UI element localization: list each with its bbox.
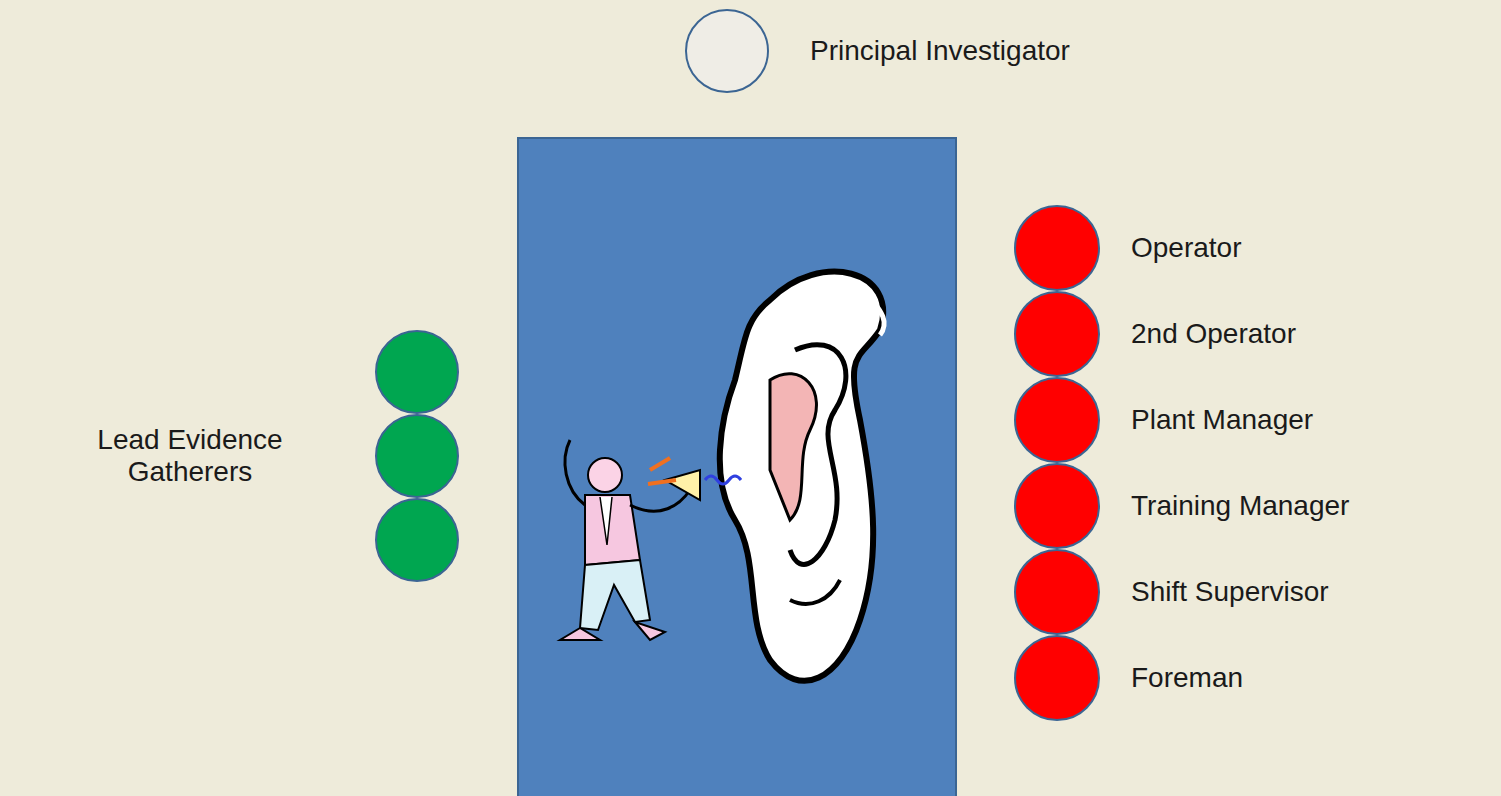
circle-shape: [1013, 376, 1101, 464]
ear-illustration: [720, 272, 884, 681]
circle-shape: [1013, 634, 1101, 722]
circle-shape: [1013, 290, 1101, 378]
role-label: 2nd Operator: [1131, 318, 1296, 350]
role-label: Foreman: [1131, 662, 1243, 694]
circle-shape: [1013, 548, 1101, 636]
person-circle: Operator: [1013, 204, 1101, 292]
person-circle: Plant Manager: [1013, 376, 1101, 464]
group-label: Lead Evidence Gatherers: [55, 424, 325, 488]
evidence-gatherer-circles: [376, 331, 458, 581]
person-circle: Training Manager: [1013, 462, 1101, 550]
person-circle: 2nd Operator: [1013, 290, 1101, 378]
circle-shape: [684, 8, 770, 94]
role-label: Training Manager: [1131, 490, 1349, 522]
role-label: Shift Supervisor: [1131, 576, 1329, 608]
person-circle: Principal Investigator: [684, 8, 770, 94]
role-label: Principal Investigator: [810, 35, 1070, 67]
person-circle: Shift Supervisor: [1013, 548, 1101, 636]
role-label: Operator: [1131, 232, 1242, 264]
person-circle: Foreman: [1013, 634, 1101, 722]
man-with-megaphone: [560, 440, 741, 640]
circle-shape: [1013, 204, 1101, 292]
blue-panel: [518, 138, 956, 796]
role-label: Plant Manager: [1131, 404, 1313, 436]
circle-shape: [1013, 462, 1101, 550]
